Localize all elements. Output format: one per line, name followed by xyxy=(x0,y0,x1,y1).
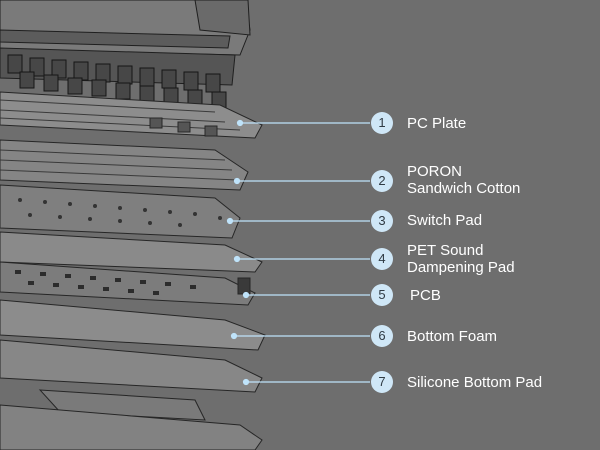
pc-plate-part xyxy=(0,91,263,139)
poron-sandwich-cotton-part xyxy=(0,139,249,191)
keycaps-layer xyxy=(0,0,251,86)
switch-pad-part xyxy=(0,184,241,239)
bottom-foam-part xyxy=(0,299,266,351)
leader-lines xyxy=(226,119,370,386)
switches-layer xyxy=(7,54,227,109)
case-bottom-part xyxy=(0,404,263,450)
pet-sound-dampening-pad-part xyxy=(0,231,263,273)
